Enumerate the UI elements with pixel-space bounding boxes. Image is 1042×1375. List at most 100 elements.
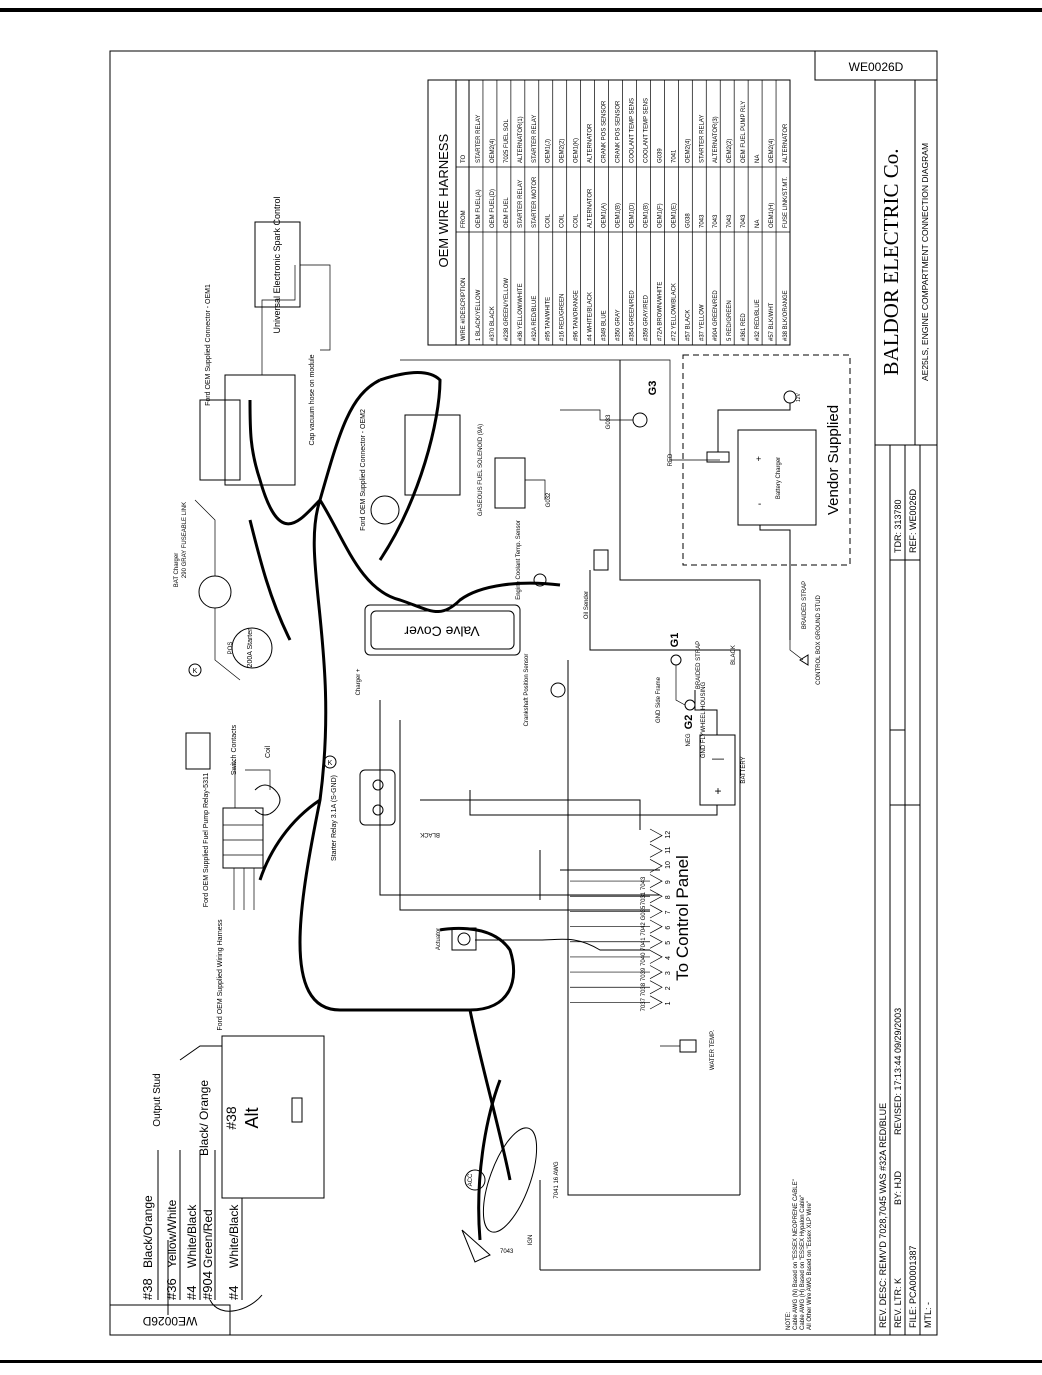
oil-sender (593, 549, 609, 571)
fuse (706, 451, 730, 463)
black-wire-label-2: BLACK (420, 831, 440, 837)
oem-row-from: OEM1(H) (769, 203, 775, 228)
fuseable-link-label: 290 GRAY FUSEABLE LINK (182, 502, 188, 578)
control-panel-wire: 7031 (641, 891, 647, 905)
oem-row-to: OEM2(2) (560, 139, 566, 163)
oem-row-from: STARTER MOTOR (532, 176, 538, 228)
oil-sender-label: Oil Sender (584, 591, 590, 619)
terminal-number: 9 (665, 880, 672, 884)
oem-row-to: 7025 FUEL SOL (504, 119, 510, 163)
starter-pos-terminal (198, 575, 232, 609)
control-panel-wire: 7041 (641, 937, 647, 951)
terminal-number: 11 (665, 846, 672, 853)
alt-wire-number: #4 (184, 1286, 199, 1300)
spark-control-label: Universal Electronic Spark Control (272, 196, 282, 333)
terminal-number: 6 (665, 926, 672, 930)
control-box-ground-label: CONTROL BOX GROUND STUD (816, 594, 822, 684)
terminal-chevron (649, 950, 663, 964)
control-panel-terminal-strip: To Control Panel 12345678910111270377038… (570, 828, 692, 1011)
drawing-title: AE25LS, ENGINE COMPARTMENT CONNECTION DI… (920, 143, 930, 381)
battery-neg-label: NEG (686, 733, 692, 746)
battery: — + BATTERY NEG (469, 690, 747, 816)
oem-row-to: OEM2(4) (769, 139, 775, 163)
terminal-chevron (649, 995, 663, 1010)
g1-label: G1 (669, 633, 681, 648)
note-line-4: All Other Wire AWG Based on "Essex XLP W… (807, 1201, 813, 1330)
drawing-border (109, 50, 938, 1336)
ign-label: IGN (528, 1235, 534, 1246)
terminal-chevron (649, 934, 663, 949)
control-panel-wire: G035 (641, 905, 647, 920)
oem-row-to: STARTER RELAY (476, 115, 482, 163)
battery-label: BATTERY (741, 756, 747, 783)
oem-table-title: OEM WIRE HARNESS (436, 134, 451, 268)
g032-label: G032 (546, 492, 552, 507)
oem-row-to: STARTER RELAY (532, 115, 538, 163)
dwg-number-box-bottom (109, 1304, 231, 1336)
note-line-3: Cable AWG (H) Based on "ESSEX Hypalon Ca… (800, 1195, 806, 1330)
coolant-sensor (533, 573, 547, 587)
oem-row-from: COIL (560, 213, 566, 228)
oem-row-to: COOLANT TEMP SENS (643, 98, 649, 163)
oem-table-header-wire: WIRE #/DESCRIPTION (461, 278, 467, 341)
terminal-number: 5 (665, 941, 672, 945)
relay-k-letter: K (328, 760, 333, 767)
rev-desc: REV. DESC: REMV'D 7028,7045 WAS #32A RED… (878, 1103, 888, 1328)
oem-row-from: FUSE LINK/ST.MT. (783, 177, 789, 228)
oem-row-to: OEM2(4) (490, 139, 496, 163)
fuel-pump-relay: Ford OEM Supplied Fuel Pump Relay-5311 F… (203, 773, 264, 1031)
oem-row-to: CRANK POS SENSOR (616, 100, 622, 163)
oem-row-from: ALTERNATOR (588, 188, 594, 228)
terminal-number: 3 (665, 971, 672, 975)
oem-row-to: OEM1(J) (546, 139, 552, 163)
revised-by: BY: HJD (893, 1170, 903, 1205)
starter-k-letter: K (193, 668, 198, 675)
terminal-number: 10 (665, 861, 672, 869)
oem1-connector: Ford OEM Supplied Connector - OEM1 Cap v… (199, 265, 316, 486)
alternator-label: Alt (242, 1107, 262, 1128)
terminal-number: 2 (665, 986, 672, 990)
actuator: Actuator (436, 927, 477, 951)
spark-control: Universal Electronic Spark Control (254, 196, 331, 351)
wire-7043-label: 7043 (500, 1249, 514, 1255)
oem-row-from: OEM FUEL(D) (490, 189, 496, 228)
alt-wire-number: #36 (164, 1278, 179, 1300)
top-rule (0, 8, 1042, 12)
oem-table-frame (427, 79, 791, 346)
valve-cover-label: Valve Cover (404, 623, 480, 639)
oem-row-wire: #36 YELLOW/WHITE (518, 283, 524, 341)
charger-minus: - (758, 499, 761, 510)
company-name: BALDOR ELECTRIC Co. (879, 149, 903, 376)
battery-neg: — (712, 751, 724, 765)
fuse-holder (783, 390, 797, 404)
fuel-pump-relay-label: Ford OEM Supplied Fuel Pump Relay-5311 (203, 773, 210, 908)
g2-label: G2 (683, 715, 695, 730)
battery-pos: + (714, 784, 721, 798)
actuator-label: Actuator (436, 928, 442, 950)
vacuum-hose-label: Cap vacuum hose on module (309, 354, 316, 445)
oem-row-to: OEM2(4) (685, 139, 691, 163)
oem-row-to: ALTERNATOR (588, 123, 594, 163)
oem-row-to: ALTERNATOR(3) (713, 116, 719, 163)
oem-row-wire: #37 YELLOW (699, 304, 705, 341)
alt-wire-color: White/Black (227, 1204, 241, 1268)
main-harness (248, 371, 561, 1241)
black-wire-label-1: BLACK (731, 645, 737, 665)
g033-label: G033 (606, 414, 612, 429)
oem-row-from: G038 (685, 213, 691, 228)
terminal-chevron (649, 919, 663, 934)
charger-plus-label: Charger + (356, 668, 362, 695)
control-panel-wire: 7038 (641, 982, 647, 996)
alt-wire-color: Green/Red (201, 1209, 215, 1268)
bottom-rule (0, 1360, 1042, 1363)
switch-contacts-label: Switch Contacts (231, 724, 238, 775)
oem-row-from: 7043 (713, 214, 719, 228)
alt-wire-number: #38 (140, 1278, 155, 1300)
terminal-number: 8 (665, 895, 672, 899)
oem-row-from: OEM1(B) (616, 203, 622, 228)
oem-row-wire: #57 BLACK (685, 310, 691, 341)
valve-cover: Valve Cover (364, 604, 521, 656)
oem-row-wire: #32 RED/BLUE (755, 299, 761, 341)
gnd-flywheel-label: GND FLYWHEEL HOUSING (701, 681, 707, 758)
oem1-label: Ford OEM Supplied Connector - OEM1 (205, 284, 212, 406)
